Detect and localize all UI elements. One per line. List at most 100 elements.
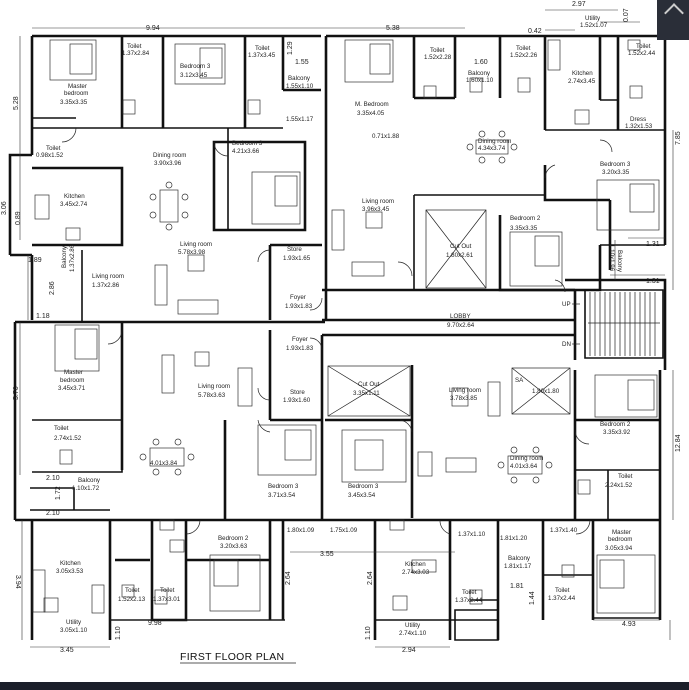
room-balv2-size: 1.37x2.86 (69, 244, 76, 272)
room-dinD-size: 4.01x3.64 (510, 463, 538, 470)
corner-panel-tab[interactable] (657, 0, 689, 40)
room-kit3-size: 3.05x3.53 (56, 568, 84, 575)
room-balv2-name: Balcony (61, 245, 68, 268)
cut-out-voids (327, 209, 571, 417)
dim-9-98: 9.98 (148, 620, 162, 627)
room-kit4-name: Kitchen (405, 561, 426, 568)
dim-3-45: 3.45 (60, 647, 74, 654)
room-t2-size: 1.37x3.45 (248, 52, 276, 59)
room-mb1-l3: 3.35x3.35 (60, 99, 88, 106)
room-livC-name: Living room (362, 198, 394, 205)
room-d137b: 1.37x1.40 (550, 527, 578, 534)
room-labels: Toilet 1.37x2.84 Toilet 1.37x3.45 Master… (36, 15, 656, 637)
room-dinD-name: Dining room (510, 455, 543, 462)
structural-walls (8, 34, 667, 641)
dim-2-94: 2.94 (402, 647, 416, 654)
dim-1-29: 1.29 (287, 41, 294, 55)
chevron-up-icon (664, 3, 684, 23)
room-b3d-name: Bedroom 3 (268, 483, 299, 490)
dim-2-10a: 2.10 (46, 475, 60, 482)
room-bal4-size: 1.81x1.17 (504, 563, 532, 570)
dim-1-10a: 1.10 (115, 626, 122, 640)
room-cut2-name: Cut Out (358, 381, 380, 388)
room-t10-size: 1.37x3.01 (153, 596, 181, 603)
room-livA-size: 5.78x3.98 (178, 249, 206, 256)
marker-sa: SA (515, 377, 524, 384)
room-mb3-l3: 3.05x3.94 (605, 545, 633, 552)
dim-1-18: 1.18 (36, 313, 50, 320)
room-dinB-name: Dining room (478, 138, 511, 145)
dim-3-06: 3.06 (1, 201, 8, 215)
room-b2b-name: Bedroom 2 (600, 421, 631, 428)
room-store2-size: 1.93x1.60 (283, 397, 311, 404)
room-utl1-name: Utility (585, 15, 601, 22)
room-dinA-name: Dining room (153, 152, 186, 159)
room-t8-name: Toilet (618, 473, 633, 480)
room-b3c-size: 3.20x3.35 (602, 169, 630, 176)
dim-5-28: 5.28 (13, 96, 20, 110)
room-kit2-size: 3.45x2.74 (60, 201, 88, 208)
room-kit2-name: Kitchen (64, 193, 85, 200)
room-livE-name: Living room (449, 387, 481, 394)
furniture (32, 39, 643, 614)
dimension-lines (19, 9, 674, 648)
dim-2-64b: 2.64 (367, 571, 374, 585)
dim-2-64a: 2.64 (285, 571, 292, 585)
room-t1-name: Toilet (127, 43, 142, 50)
room-bal1b-size: 1.55x1.17 (286, 116, 314, 123)
room-b3e-name: Bedroom 3 (348, 483, 379, 490)
dim-7-85: 7.85 (675, 131, 682, 145)
room-mb2-l1: Master (64, 369, 83, 376)
room-t4-name: Toilet (516, 45, 531, 52)
room-cut3-size: 1.80x1.80 (532, 388, 560, 395)
room-dinB-size: 4.34x3.74 (478, 145, 506, 152)
room-bal3-name: Balcony (78, 477, 101, 484)
dim-0-89: 0.89 (15, 211, 22, 225)
room-mb3-l2: bedroom (608, 536, 632, 543)
room-cut2-size: 3.35x1.11 (353, 390, 380, 397)
room-lobby-size: 9.70x2.64 (447, 322, 475, 329)
bottom-toolbar (0, 682, 689, 690)
room-mb2-l2: bedroom (60, 377, 84, 384)
room-d175: 1.75x1.09 (330, 527, 358, 534)
room-dinC-size: 4.01x3.84 (150, 460, 178, 467)
room-mbm-name: M. Bedroom (355, 101, 389, 108)
room-t5-size: 1.52x2.44 (628, 50, 656, 57)
room-b3b-name: Bedroom 3 (232, 140, 263, 147)
room-b3b-size: 4.21x3.66 (232, 148, 260, 155)
room-cut1-name: Cut Out (450, 243, 472, 250)
dim-3-55: 3.55 (320, 551, 334, 558)
room-livB-size: 1.37x2.86 (92, 282, 120, 289)
room-t3-size: 1.52x2.28 (424, 54, 452, 61)
room-kit3-name: Kitchen (60, 560, 81, 567)
room-bal2-size: 1.60x1.10 (466, 77, 494, 84)
room-utl3-size: 2.74x1.10 (399, 630, 427, 637)
room-t12-size: 1.37x2.44 (548, 595, 576, 602)
room-t2-name: Toilet (255, 45, 270, 52)
room-store1-size: 1.93x1.65 (283, 255, 311, 262)
dim-5-76: 5.76 (13, 386, 20, 400)
room-b2a-name: Bedroom 2 (510, 215, 541, 222)
room-b3a-size: 3.12x3.45 (180, 72, 208, 79)
dim-1-60: 1.60 (474, 59, 488, 66)
room-t7-name: Toilet (54, 425, 69, 432)
room-livC-size: 3.96x3.45 (362, 206, 390, 213)
dim-1-44: 1.44 (529, 591, 536, 605)
room-t7-size: 2.74x1.52 (54, 435, 82, 442)
room-t6-name: Toilet (46, 145, 61, 152)
room-kit1-name: Kitchen (572, 70, 593, 77)
room-t6-size: 0.98x1.52 (36, 152, 64, 159)
room-d137: 1.37x1.10 (458, 531, 486, 538)
room-livD-size: 5.78x3.63 (198, 392, 226, 399)
dim-2-10b: 2.10 (46, 510, 60, 517)
dim-2-86: 2.86 (49, 281, 56, 295)
room-balv-name: Balcony (616, 250, 623, 273)
dim-1-31b: 1.31 (646, 278, 660, 285)
room-dress-size: 1.32x1.53 (625, 123, 653, 130)
room-foy1-size: 1.93x1.83 (285, 303, 313, 310)
room-t11-name: Toilet (462, 589, 477, 596)
room-livA-name: Living room (180, 241, 212, 248)
stair-markers: UP DN SA (515, 301, 580, 384)
room-t1-size: 1.37x2.84 (122, 50, 150, 57)
